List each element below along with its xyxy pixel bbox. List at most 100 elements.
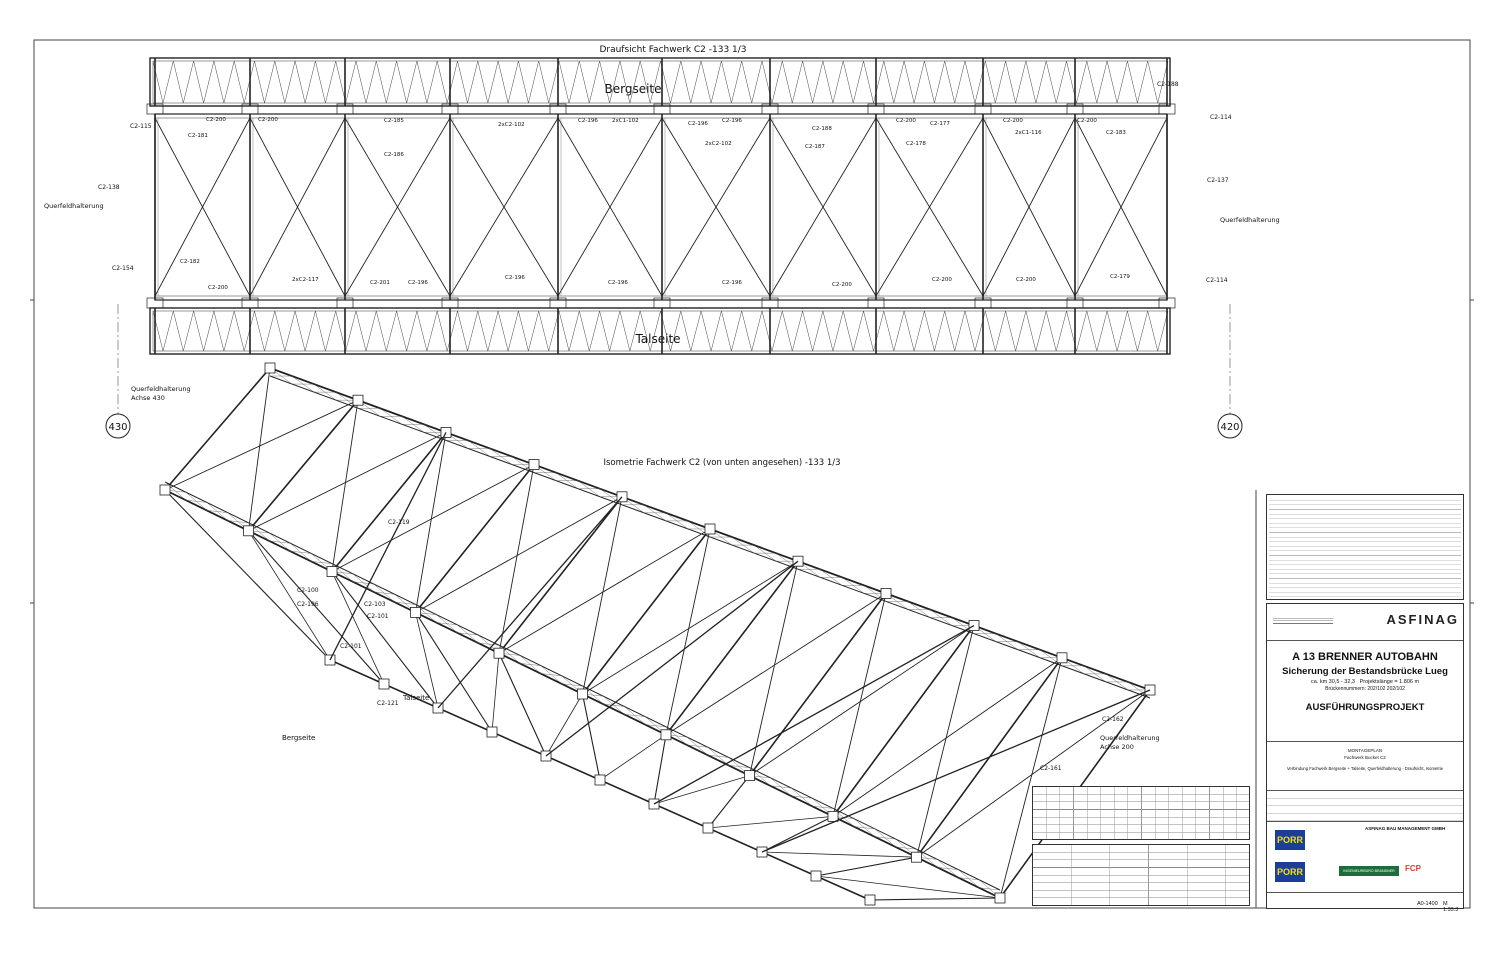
title-block: ASFINAG A 13 BRENNER AUTOBAHN Sicherung … [1266, 603, 1464, 909]
member-label: C2-200 [258, 117, 278, 123]
iso-label: C2-103 [364, 601, 386, 608]
member-label: C2-200 [1003, 118, 1023, 124]
top-view-title: Draufsicht Fachwerk C2 -133 1/3 [599, 45, 746, 55]
iso-label: C2-100 [297, 587, 319, 594]
plan-row: MONTAGEPLAN Fachwerk Bucket C2 Verbindun… [1267, 748, 1463, 791]
gusset-plate [244, 526, 254, 536]
gusset-plate [578, 689, 588, 699]
gusset-plate [912, 852, 922, 862]
project-line3: ca. km 30,5 - 32,3 [1311, 679, 1355, 685]
gusset-plate [995, 893, 1005, 903]
iso-querfeld-right: Querfeldhalterung [1100, 734, 1160, 742]
gusset-plate [661, 730, 671, 740]
gusset-plate [811, 871, 821, 881]
revision-row [1267, 791, 1463, 822]
iso-label: C2-196 [297, 601, 319, 608]
gusset-plate [411, 607, 421, 617]
member-label: C2-186 [384, 152, 404, 158]
edge-label: C2-114 [1210, 114, 1232, 121]
gusset-plate [828, 811, 838, 821]
load-table-2 [1032, 844, 1250, 906]
client-name: ASFINAG BAU MANAGEMENT GMBH [1365, 826, 1445, 831]
edge-label: C2-137 [1207, 177, 1229, 184]
member-label: C2-200 [208, 285, 228, 291]
iso-querfeld-left: Querfeldhalterung [131, 385, 191, 393]
plan-number: A0-1400 [1417, 901, 1438, 907]
gusset-plate [265, 363, 275, 373]
project-line4: Brückennummern: 202/102 202/102 [1267, 686, 1463, 692]
plan-number-row: A0-1400 M 1:33.3 [1267, 893, 1463, 929]
iso-talseite-label: Talseite [402, 694, 429, 702]
iso-label: C2-161 [1040, 765, 1062, 772]
querfeld-label-right: Querfeldhalterung [1220, 216, 1280, 224]
gusset-plate [160, 485, 170, 495]
member-label: C2-178 [906, 141, 926, 147]
iso-bergseite-label: Bergseite [282, 734, 315, 742]
member-label: C2-182 [180, 259, 200, 265]
gusset-plate [865, 895, 875, 905]
plan-scale: M 1:33.3 [1443, 901, 1463, 913]
plan-desc: Verbindung Fachwerk Bergseite + Talseite… [1267, 766, 1463, 771]
edge-label: C2-115 [130, 123, 152, 130]
member-label: C2-201 [370, 280, 390, 286]
plan-type: MONTAGEPLAN [1267, 748, 1463, 753]
gusset-plate [487, 727, 497, 737]
gusset-plate [595, 775, 605, 785]
edge-label: C2-154 [112, 265, 134, 272]
gusset-plate [703, 823, 713, 833]
porr-logo-2: PORR [1275, 862, 1305, 882]
member-label: 2xC1-116 [1015, 130, 1042, 136]
gusset-plate [379, 679, 389, 689]
fcp-logo: FCP [1405, 864, 1421, 873]
asfinag-logo: ASFINAG [1387, 612, 1460, 627]
member-label: C2-185 [384, 118, 404, 124]
iso-view-title: Isometrie Fachwerk C2 (von unten angeseh… [603, 458, 840, 468]
project-row: A 13 BRENNER AUTOBAHN Sicherung der Best… [1267, 651, 1463, 742]
member-label: C2-177 [930, 121, 950, 127]
member-label: 2xC2-102 [705, 141, 732, 147]
member-label: C2-196 [722, 280, 742, 286]
member-label: C2-183 [1106, 130, 1126, 136]
querfeld-label-left: Querfeldhalterung [44, 202, 104, 210]
iso-label: C2-121 [377, 700, 399, 707]
gusset-plate [1057, 653, 1067, 663]
member-label: C2-188 [812, 126, 832, 132]
gusset-plate [745, 771, 755, 781]
gusset-plate [494, 648, 504, 658]
phase-label: AUSFÜHRUNGSPROJEKT [1267, 702, 1463, 713]
member-label: 2xC2-102 [498, 122, 525, 128]
iso-label: C2-119 [388, 519, 410, 526]
iso-achse-right: Achse 200 [1100, 743, 1134, 751]
member-label: C2-196 [408, 280, 428, 286]
member-label: C2-187 [805, 144, 825, 150]
iso-label: C2-101 [367, 613, 389, 620]
general-notes [1266, 494, 1464, 600]
edge-label: C2-188 [1157, 81, 1179, 88]
project-line3b: Projektslänge = 1.806 m [1360, 679, 1419, 685]
owner-row: ASFINAG [1267, 604, 1463, 641]
project-line1: A 13 BRENNER AUTOBAHN [1267, 651, 1463, 663]
member-label: 2xC2-117 [292, 277, 319, 283]
porr-logo-1: PORR [1275, 830, 1305, 850]
edge-label: C2-114 [1206, 277, 1228, 284]
top-view-plan: Draufsicht Fachwerk C2 -133 1/3 Bergseit… [44, 45, 1280, 354]
member-label: 2xC1-102 [612, 118, 639, 124]
member-label: C2-196 [608, 280, 628, 286]
iso-achse-left: Achse 430 [131, 394, 165, 402]
member-label: C2-179 [1110, 274, 1130, 280]
member-label: C2-200 [832, 282, 852, 288]
iso-label: C2-162 [1102, 716, 1124, 723]
companies-row: PORR ASFINAG BAU MANAGEMENT GMBH PORR IN… [1267, 822, 1463, 893]
gusset-plate [353, 395, 363, 405]
member-label: C2-181 [188, 133, 208, 139]
member-label: C2-196 [722, 118, 742, 124]
axis-420-label: 420 [1220, 422, 1239, 433]
member-label: C2-200 [896, 118, 916, 124]
project-line2: Sicherung der Bestandsbrücke Lueg [1267, 666, 1463, 677]
gusset-plate [881, 588, 891, 598]
member-label: C2-200 [206, 117, 226, 123]
plan-name: Fachwerk Bucket C2 [1267, 755, 1463, 760]
iso-label: C2-101 [340, 643, 362, 650]
member-label: C2-200 [1016, 277, 1036, 283]
